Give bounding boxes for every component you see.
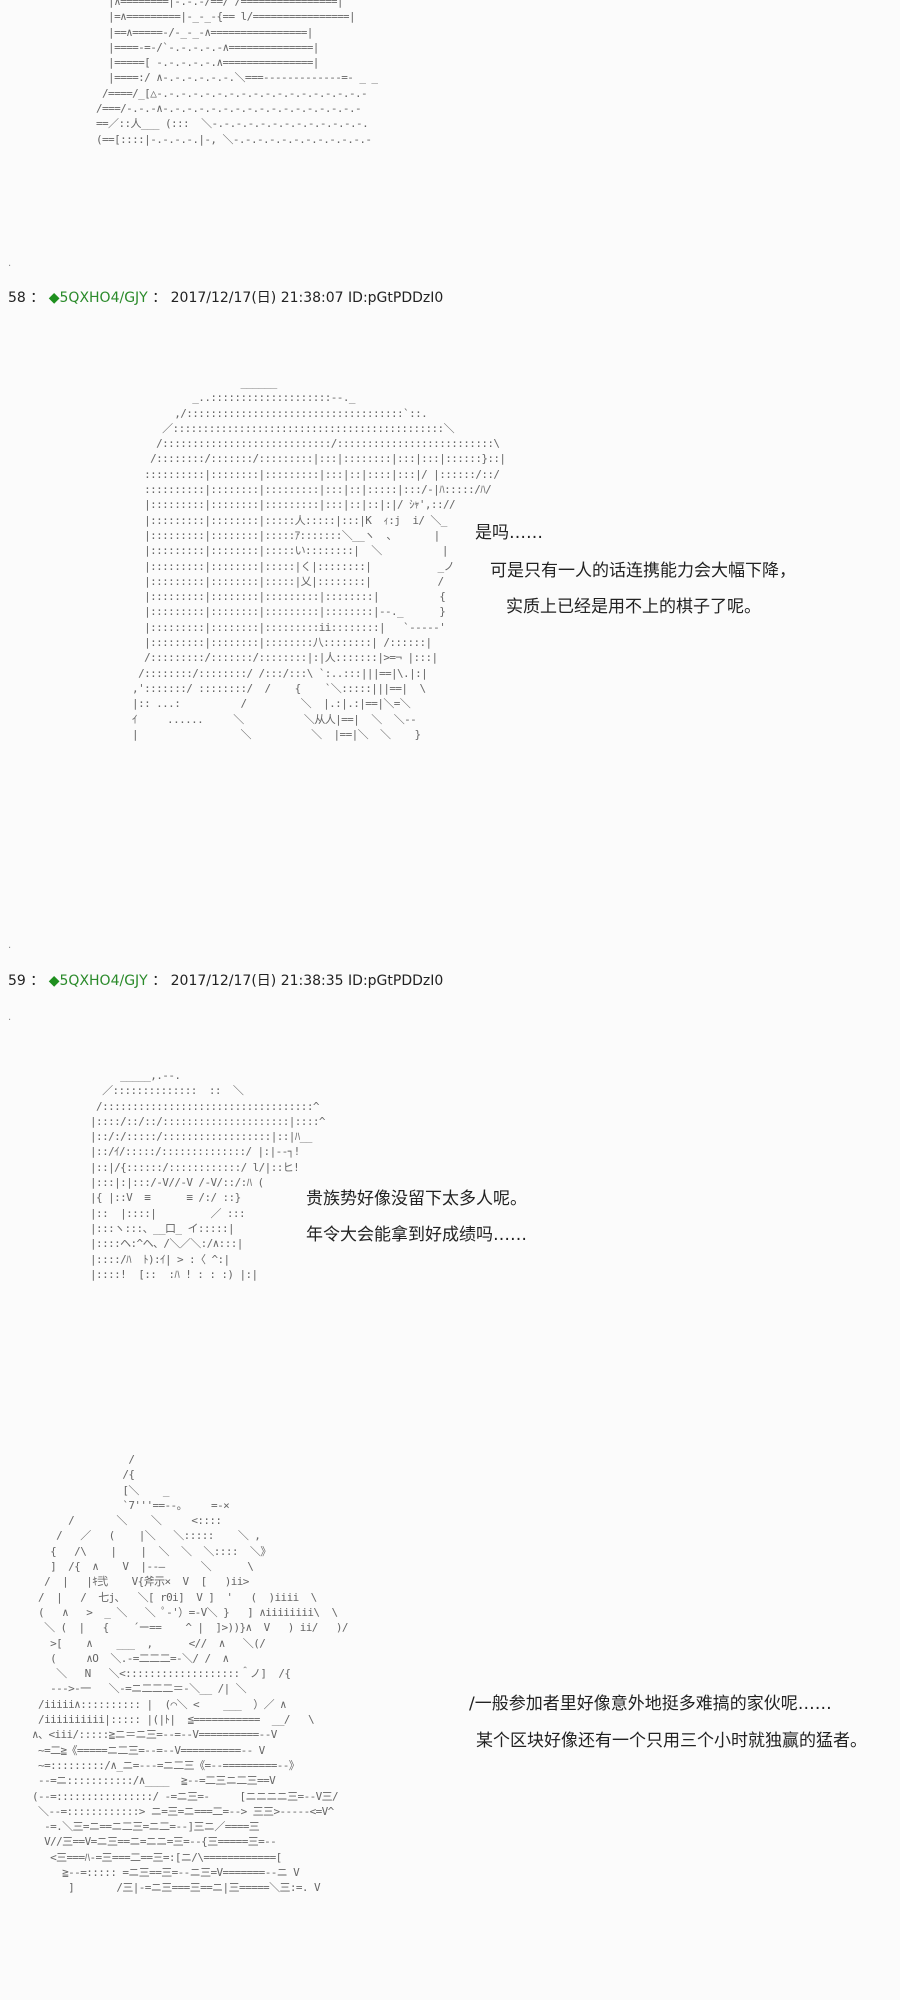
post-header-58: 58 ： ◆5QXHO4/GJY ： 2017/12/17(日) 21:38:0…	[8, 287, 443, 307]
post-number: 59	[8, 973, 26, 989]
post-id: ID:pGtPDDzI0	[348, 973, 444, 989]
dialogue-line: 是吗……	[475, 523, 543, 543]
separator: ：	[30, 290, 45, 306]
separator: ：	[152, 973, 167, 989]
ascii-art-girl-profile: ______ _..::::::::::::::::::::--._ ,/:::…	[132, 376, 506, 741]
spacer-dot: .	[8, 258, 12, 269]
spacer-dot: .	[8, 940, 12, 951]
ascii-art-boy: / /{ [＼ _ `7'''==--。 =-× / ＼ ＼ <:::: / ／…	[32, 1453, 349, 1895]
poster-trip[interactable]: 5QXHO4/GJY	[59, 290, 148, 306]
spacer-dot: .	[8, 1012, 12, 1023]
separator: ：	[30, 973, 45, 989]
post-datetime: 2017/12/17(日) 21:38:35	[170, 973, 344, 989]
post-datetime: 2017/12/17(日) 21:38:07	[170, 290, 344, 306]
dialogue-line: 可是只有一人的话连携能力会大幅下降，	[490, 561, 796, 581]
dialogue-line: 某个区块好像还有一个只用三个小时就独赢的猛者。	[476, 1731, 867, 1751]
dialogue-line: 贵族势好像没留下太多人呢。	[306, 1189, 527, 1209]
separator: ：	[152, 290, 167, 306]
ascii-art-top: |∧========|-.-.-/==/ /================| …	[96, 0, 378, 146]
diamond-icon: ◆	[48, 973, 60, 989]
poster-trip[interactable]: 5QXHO4/GJY	[59, 973, 148, 989]
post-id: ID:pGtPDDzI0	[348, 290, 444, 306]
post-number: 58	[8, 290, 26, 306]
dialogue-line: 年令大会能拿到好成绩吗……	[306, 1225, 527, 1245]
dialogue-line: /一般参加者里好像意外地挺多难搞的家伙呢……	[469, 1694, 832, 1714]
dialogue-line: 实质上已经是用不上的棋子了呢。	[506, 597, 761, 617]
ascii-art-girl-front: _____,.--. ／:::::::::::::: :: ＼ /:::::::…	[90, 1069, 325, 1281]
diamond-icon: ◆	[48, 290, 60, 306]
post-header-59: 59 ： ◆5QXHO4/GJY ： 2017/12/17(日) 21:38:3…	[8, 970, 443, 990]
